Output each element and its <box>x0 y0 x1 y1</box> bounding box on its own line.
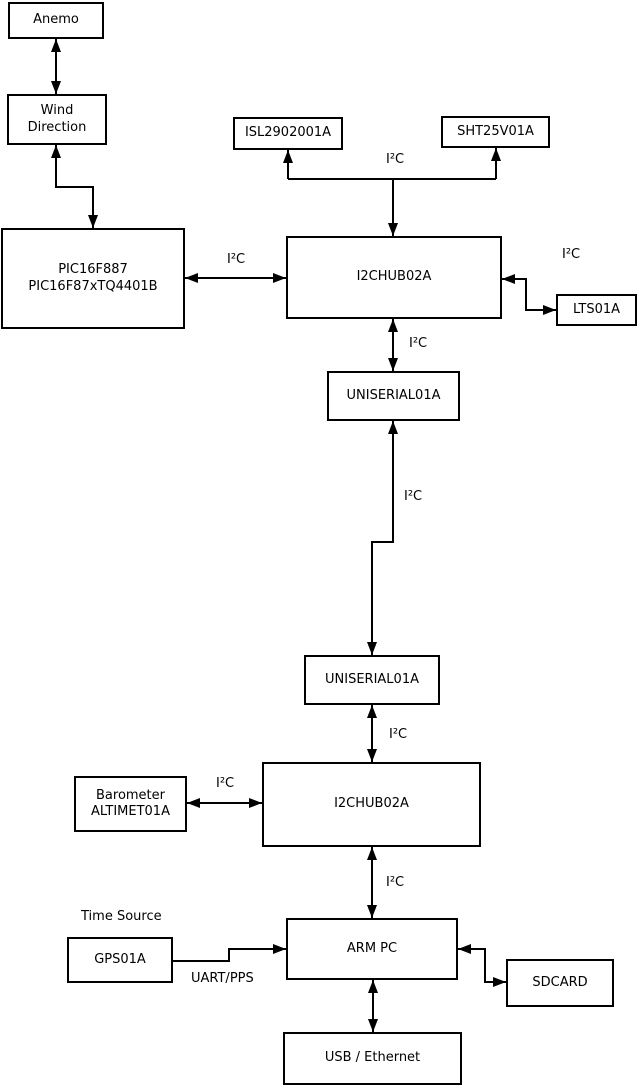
node-arm-pc: ARM PC <box>286 918 458 980</box>
node-barometer-line2: ALTIMET01A <box>91 804 170 819</box>
node-isl2902001a-label: ISL2902001A <box>244 125 332 141</box>
node-lts01a: LTS01A <box>556 294 637 326</box>
node-wind-direction-line2: Direction <box>27 119 87 135</box>
node-sdcard-label: SDCARD <box>532 974 588 990</box>
node-i2chub02a-2-label: I2CHUB02A <box>334 796 409 812</box>
edge-gps-armpc <box>173 944 286 962</box>
label-i2c-hub1-lts: I²C <box>562 247 581 262</box>
label-i2c-pic-hub1: I²C <box>227 252 246 267</box>
node-sht25v01a: SHT25V01A <box>441 116 550 148</box>
node-i2chub02a-1: I2CHUB02A <box>286 236 502 319</box>
node-pic: PIC16F887 PIC16F87xTQ4401B <box>1 228 185 329</box>
node-wind-direction: Wind Direction <box>7 94 107 145</box>
node-sht25v01a-label: SHT25V01A <box>457 123 534 139</box>
label-i2c-barometer-hub2: I²C <box>216 776 235 791</box>
node-barometer-line1: Barometer <box>96 787 165 803</box>
node-uniserial01a-1: UNISERIAL01A <box>327 371 460 421</box>
node-gps01a: GPS01A <box>67 937 173 983</box>
edge-wind-pic <box>51 145 98 228</box>
node-i2chub02a-2: I2CHUB02A <box>262 762 481 847</box>
label-time-source: Time Source <box>81 909 162 924</box>
edge-uniserial1-uniserial2 <box>367 421 398 655</box>
label-uart-pps: UART/PPS <box>191 971 254 986</box>
edge-hub1-lts <box>502 274 556 315</box>
node-uniserial01a-2: UNISERIAL01A <box>304 655 440 705</box>
node-barometer: Barometer ALTIMET01A <box>74 776 187 832</box>
node-usb-ethernet-label: USB / Ethernet <box>324 1050 421 1066</box>
node-usb-ethernet: USB / Ethernet <box>283 1032 462 1085</box>
node-pic-line1: PIC16F887 <box>58 262 128 278</box>
node-arm-pc-label: ARM PC <box>346 940 398 956</box>
node-sdcard: SDCARD <box>506 959 614 1007</box>
node-lts01a-label: LTS01A <box>572 301 621 317</box>
label-i2c-uniserial2-hub2: I²C <box>389 727 408 742</box>
label-i2c-uniserial-link: I²C <box>404 489 423 504</box>
label-i2c-hub2-armpc: I²C <box>386 875 405 890</box>
edge-armpc-sdcard <box>458 944 506 987</box>
node-isl2902001a: ISL2902001A <box>233 117 343 150</box>
node-uniserial01a-2-label: UNISERIAL01A <box>325 671 419 687</box>
node-wind-direction-line1: Wind <box>40 103 74 119</box>
label-i2c-sensor-bus: I²C <box>386 152 405 167</box>
label-i2c-hub1-uniserial1: I²C <box>409 336 428 351</box>
node-pic-line2: PIC16F87xTQ4401B <box>28 278 158 294</box>
node-anemo-label: Anemo <box>33 12 79 28</box>
node-gps01a-label: GPS01A <box>94 951 146 967</box>
node-uniserial01a-1-label: UNISERIAL01A <box>346 387 441 403</box>
node-i2chub02a-1-label: I2CHUB02A <box>356 269 432 285</box>
node-anemo: Anemo <box>8 2 104 39</box>
